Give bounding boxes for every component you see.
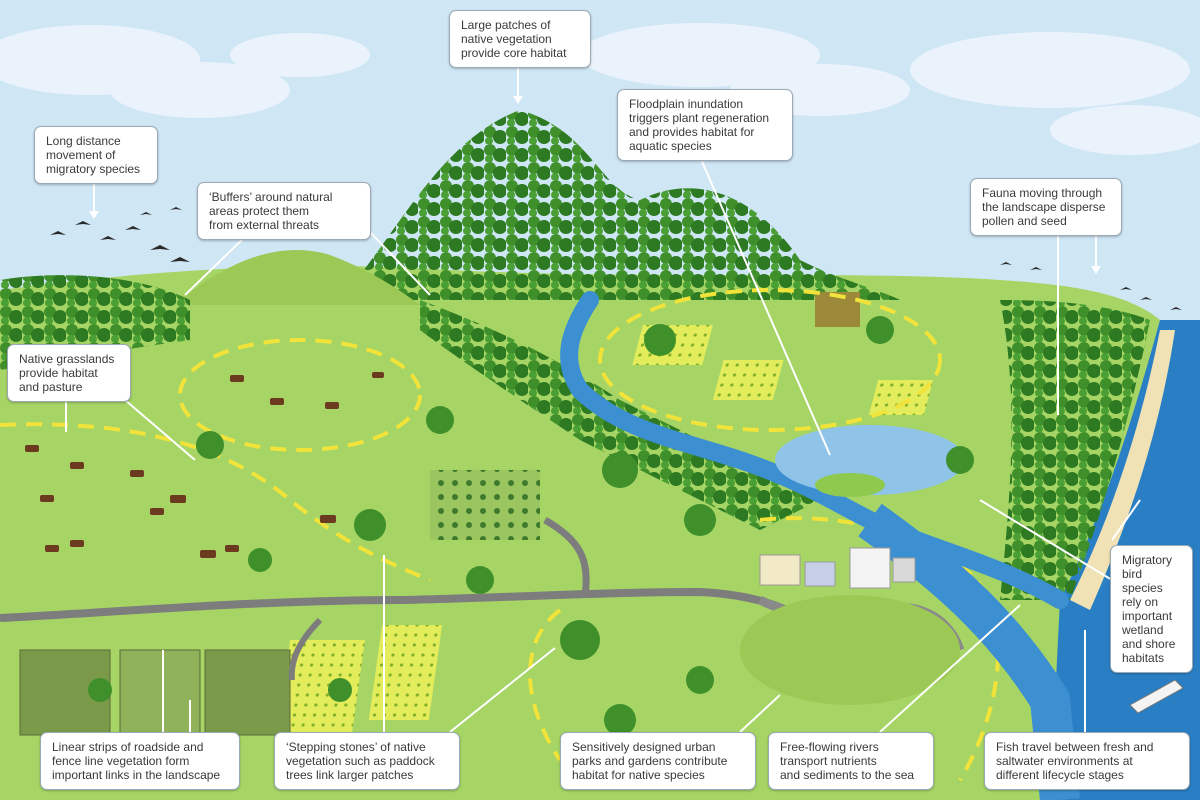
paddock-2 xyxy=(119,649,201,736)
paddock-trees xyxy=(88,316,974,736)
callout-fish-travel: Fish travel between fresh and saltwater … xyxy=(984,732,1190,790)
callout-stepping-stones: ‘Stepping stones’ of native vegetation s… xyxy=(274,732,460,790)
building-3 xyxy=(849,547,891,589)
building-1 xyxy=(759,554,801,586)
clouds xyxy=(0,23,1200,155)
crop-field-5 xyxy=(368,625,443,720)
beach xyxy=(1070,330,1175,610)
river-lower xyxy=(858,503,1080,800)
paddock-3 xyxy=(204,649,291,736)
callout-arrows xyxy=(65,66,1141,733)
orchard-field xyxy=(430,470,540,540)
callout-migratory-birds: Migratory bird species rely on important… xyxy=(1110,545,1193,673)
building-4 xyxy=(892,557,916,583)
crop-field-4 xyxy=(275,640,366,740)
core-habitat-mountain xyxy=(340,110,900,300)
brown-field xyxy=(815,292,860,327)
callout-linear-strips: Linear strips of roadside and fence line… xyxy=(40,732,240,790)
hill-plantation xyxy=(180,250,420,305)
wetland-island xyxy=(815,473,885,497)
callout-migratory-species: Long distance movement of migratory spec… xyxy=(34,126,158,184)
side-road xyxy=(543,516,590,596)
boat xyxy=(1129,679,1184,714)
callout-fauna-dispersal: Fauna moving through the landscape dispe… xyxy=(970,178,1122,236)
crop-field-2 xyxy=(712,360,784,400)
wetland xyxy=(775,425,965,495)
callout-buffers: ‘Buffers’ around natural areas protect t… xyxy=(197,182,371,240)
building-2 xyxy=(804,561,836,587)
callout-floodplain: Floodplain inundation triggers plant reg… xyxy=(617,89,793,161)
callout-free-flowing-rivers: Free-flowing rivers transport nutrients … xyxy=(768,732,934,790)
callout-core-habitat: Large patches of native vegetation provi… xyxy=(449,10,591,68)
urban-park xyxy=(740,595,960,705)
callout-urban-parks: Sensitively designed urban parks and gar… xyxy=(560,732,756,790)
crop-field-3 xyxy=(868,380,934,415)
main-road xyxy=(0,587,833,643)
side-road-2 xyxy=(288,617,323,681)
callout-native-grasslands: Native grasslands provide habitat and pa… xyxy=(7,344,131,402)
forest-belt-right xyxy=(1000,300,1150,600)
cattle-herd xyxy=(25,372,384,558)
migratory-birds-flock-left xyxy=(50,207,190,262)
migratory-birds-flock-right xyxy=(1000,262,1182,310)
